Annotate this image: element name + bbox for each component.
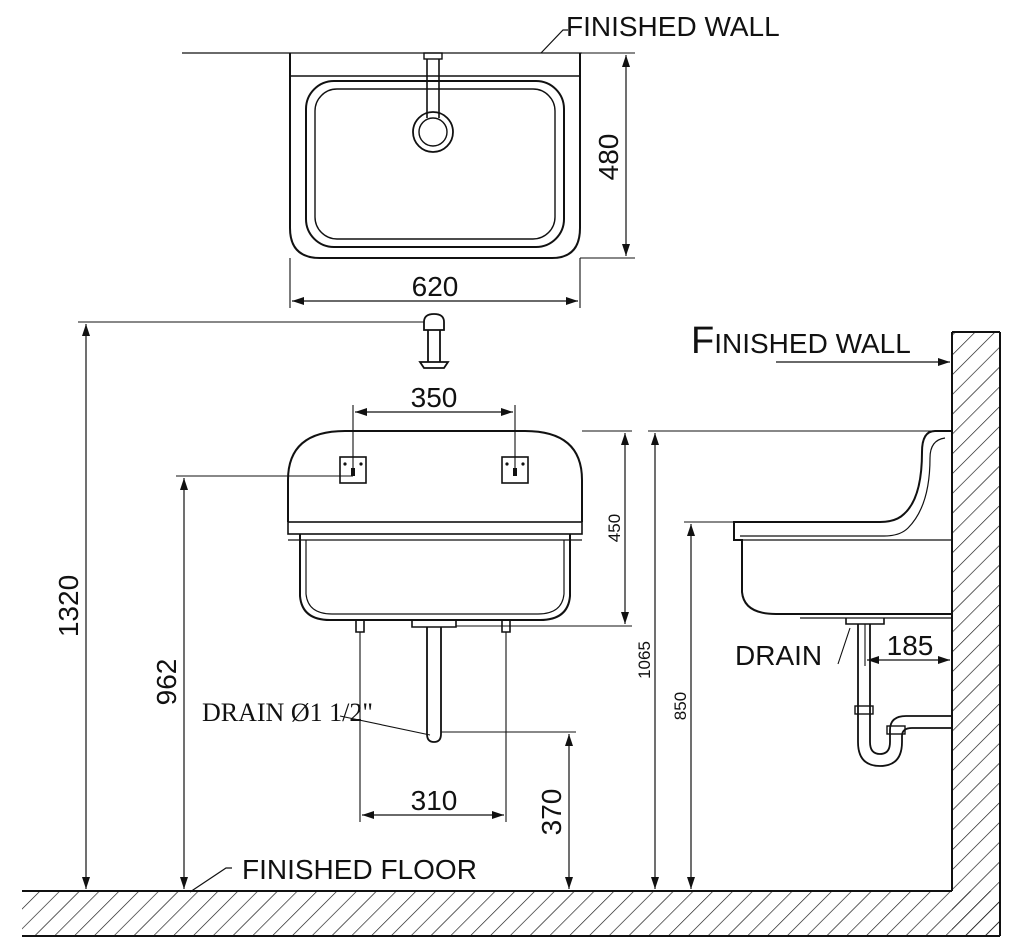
dim-drain-height-label: 370	[536, 789, 567, 836]
side-drain-label: DRAIN	[735, 627, 851, 671]
dim-rim-height-label: 850	[671, 692, 690, 720]
dim-depth: 480	[580, 52, 635, 259]
dim-drain-spacing: 310	[362, 785, 504, 819]
dim-drain-height: 370	[536, 734, 573, 889]
p-trap	[845, 618, 952, 767]
dim-bracket-spacing-label: 350	[411, 382, 458, 413]
dim-width-label: 620	[412, 271, 459, 302]
finished-wall-label-top: FINISHED WALL	[566, 11, 780, 42]
dim-basin-height-label: 450	[605, 514, 624, 542]
dim-faucet-height: 1320	[53, 321, 424, 889]
finished-wall-initial: F	[691, 320, 714, 362]
finished-floor-label: FINISHED FLOOR	[242, 854, 477, 885]
side-wall-label: FINISHED WALL	[691, 320, 911, 362]
drain-label-side: DRAIN	[735, 640, 822, 671]
floor-label: FINISHED FLOOR	[189, 854, 477, 893]
finished-wall-label-side: FINISHED WALL	[691, 320, 911, 362]
dim-drain-offset-label: 185	[887, 630, 934, 661]
dim-rim-height: 850	[671, 521, 734, 889]
dim-bracket-height: 962	[151, 475, 353, 889]
dim-basin-height: 450	[456, 430, 632, 627]
dim-drain-offset: 185	[864, 624, 950, 666]
faucet-plan	[412, 52, 454, 153]
faucet-front	[418, 313, 450, 369]
top-wall-label: FINISHED WALL	[540, 11, 780, 54]
finished-floor-hatch	[22, 890, 1000, 937]
drain-pipe-front	[426, 627, 576, 743]
dim-width: 620	[289, 258, 581, 308]
finished-wall-rest: INISHED WALL	[714, 328, 911, 359]
dim-depth-label: 480	[593, 134, 624, 181]
dim-bracket-height-label: 962	[151, 659, 182, 706]
finished-wall-hatch	[951, 331, 1001, 936]
dim-back-height: 1065	[635, 430, 952, 889]
dim-bracket-spacing: 350	[352, 382, 516, 468]
side-view	[733, 358, 952, 767]
top-view	[182, 52, 582, 259]
drain-size-label: DRAIN Ø1 1/2"	[202, 698, 373, 727]
front-drain-label: DRAIN Ø1 1/2"	[202, 698, 431, 736]
dim-drain-spacing-label: 310	[411, 785, 458, 816]
dim-back-height-label: 1065	[635, 641, 654, 679]
dim-faucet-height-label: 1320	[53, 575, 84, 637]
front-view	[287, 313, 583, 822]
